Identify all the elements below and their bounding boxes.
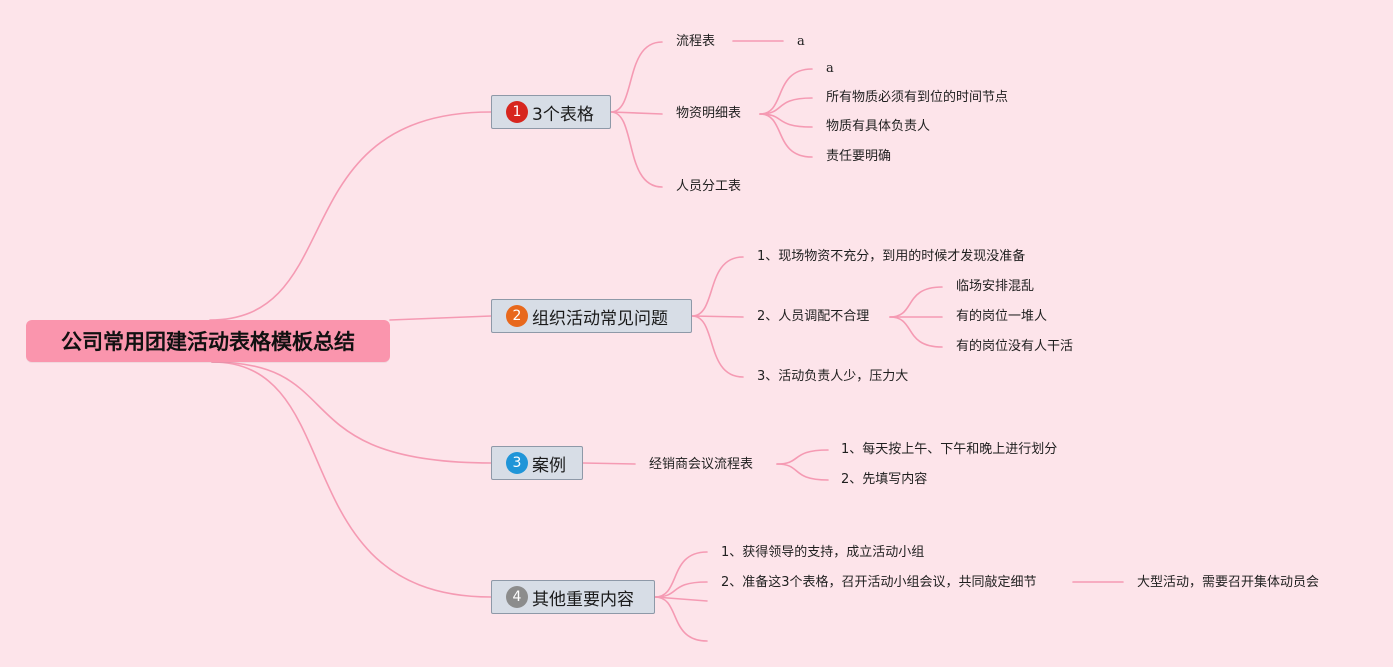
connector-dealer-2	[776, 463, 829, 481]
connector-material-owner	[759, 113, 813, 128]
connector-b2-1	[691, 256, 744, 317]
subtopic-material-deadline[interactable]: 所有物质必须有到位的时间节点	[826, 90, 1009, 105]
subtopic-understaffed[interactable]: 有的岗位没有人干活	[956, 339, 1074, 354]
subtopic-leader-support[interactable]: 1、获得领导的支持，成立活动小组	[721, 545, 925, 560]
branch-3-topic[interactable]: 3 案例	[491, 446, 583, 480]
subtopic-staff-division[interactable]: 人员分工表	[676, 179, 742, 194]
root-topic[interactable]: 公司常用团建活动表格模板总结	[26, 320, 390, 362]
number-badge-icon: 2	[506, 305, 528, 327]
connector-material-deadline	[759, 97, 813, 115]
connector-b2-3	[691, 315, 744, 378]
subtopic-prepare-tables[interactable]: 2、准备这3个表格，召开活动小组会议，共同敲定细节	[721, 575, 1037, 590]
connector-root-branch-3	[211, 361, 492, 464]
connector-dealer-1	[776, 449, 829, 465]
connector-b1-flow	[610, 41, 663, 113]
subtopic-time-division[interactable]: 1、每天按上午、下午和晚上进行划分	[841, 442, 1058, 457]
number-badge-icon: 3	[506, 452, 528, 474]
connector-b2-2	[691, 315, 744, 318]
subtopic-insufficient-materials[interactable]: 1、现场物资不充分，到用的时候才发现没准备	[757, 249, 1026, 264]
connector-root-branch-4	[211, 361, 492, 598]
branch-label: 3个表格	[532, 104, 594, 125]
connector-material-a	[759, 68, 813, 115]
subtopic-material-a[interactable]: a	[826, 61, 834, 76]
subtopic-few-leaders[interactable]: 3、活动负责人少，压力大	[757, 369, 909, 384]
subtopic-flow-table[interactable]: 流程表	[676, 34, 716, 49]
subtopic-material-owner[interactable]: 物质有具体负责人	[826, 119, 931, 134]
branch-4-topic[interactable]: 4 其他重要内容	[491, 580, 655, 614]
branch-2-topic[interactable]: 2 组织活动常见问题	[491, 299, 692, 333]
subtopic-material-list[interactable]: 物资明细表	[676, 106, 742, 121]
connector-b1-staff	[610, 111, 663, 188]
subtopic-mobilization[interactable]: 大型活动，需要召开集体动员会	[1137, 575, 1320, 590]
connector-staff-chaos	[889, 286, 943, 318]
connector-b4-4	[654, 596, 708, 642]
branch-1-topic[interactable]: 1 3个表格	[491, 95, 611, 129]
branch-label: 案例	[532, 455, 566, 476]
connector-material-responsibility	[759, 113, 813, 158]
branch-label: 组织活动常见问题	[532, 308, 668, 329]
connector-b4-1	[654, 551, 708, 598]
subtopic-staffing[interactable]: 2、人员调配不合理	[757, 309, 870, 324]
number-badge-icon: 4	[506, 586, 528, 608]
subtopic-overstaffed[interactable]: 有的岗位一堆人	[956, 309, 1048, 324]
subtopic-flow-table-a[interactable]: a	[797, 34, 805, 49]
connector-b3-dealer	[582, 462, 636, 465]
connector-b4-3	[654, 596, 708, 602]
connector-root-branch-1	[209, 111, 492, 321]
connector-b4-2	[654, 581, 708, 598]
subtopic-chaos[interactable]: 临场安排混乱	[956, 279, 1035, 294]
branch-label: 其他重要内容	[532, 589, 634, 610]
number-badge-icon: 1	[506, 101, 528, 123]
connector-staff-under	[889, 316, 943, 348]
subtopic-dealer-meeting[interactable]: 经销商会议流程表	[649, 457, 754, 472]
connector-root-branch-2	[389, 315, 492, 321]
subtopic-fill-content[interactable]: 2、先填写内容	[841, 472, 928, 487]
subtopic-material-responsibility[interactable]: 责任要明确	[826, 149, 892, 164]
connector-b1-material	[610, 111, 663, 115]
